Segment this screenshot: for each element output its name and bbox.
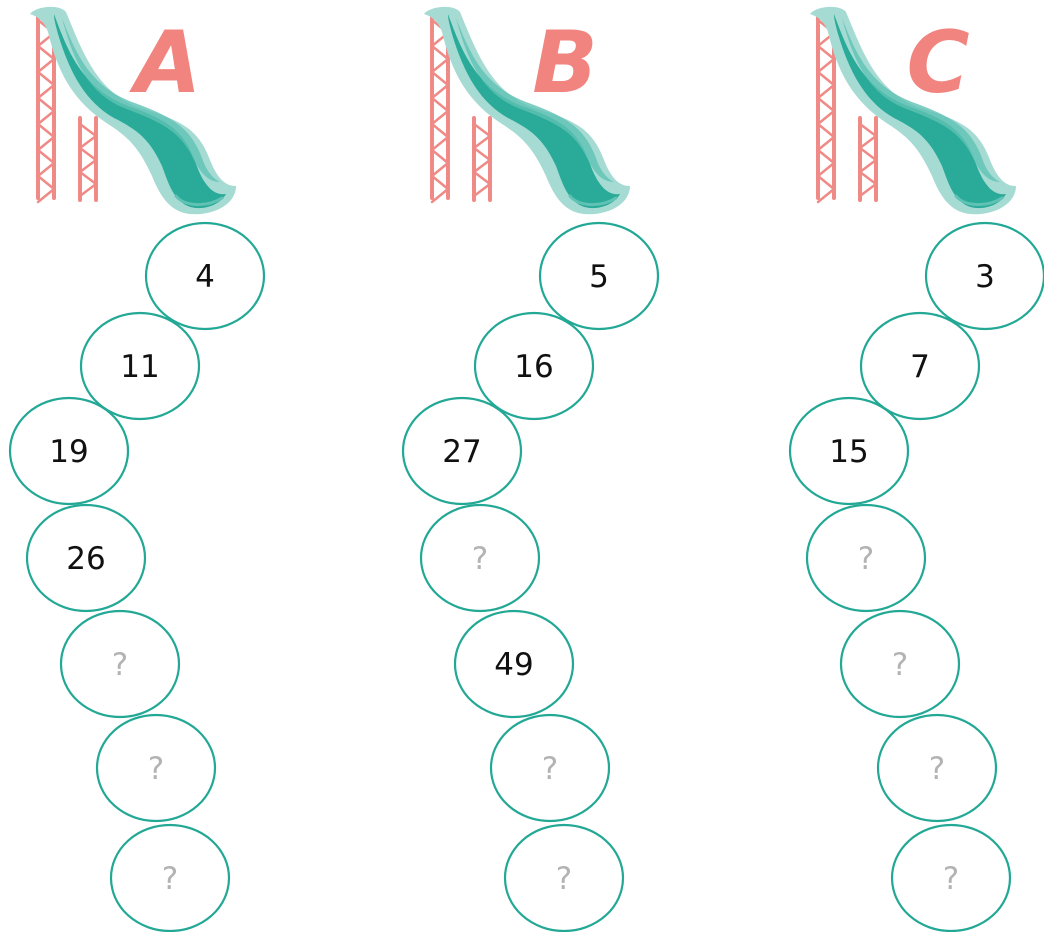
slide-group-a: A 4 11 19 26??? <box>10 7 264 931</box>
answer-bubble-empty[interactable]: ? <box>892 825 1010 931</box>
unknown-mark: ? <box>542 751 558 787</box>
slide-letter: A <box>129 13 202 113</box>
answer-bubble-empty[interactable]: ? <box>61 611 179 717</box>
number-bubble: 19 <box>10 398 128 504</box>
unknown-mark: ? <box>112 647 128 683</box>
unknown-mark: ? <box>148 751 164 787</box>
unknown-mark: ? <box>162 861 178 897</box>
answer-bubble-empty[interactable]: ? <box>841 611 959 717</box>
bubble-number: 3 <box>975 259 995 295</box>
bubble-number: 27 <box>442 434 481 470</box>
water-slide-icon <box>30 7 236 214</box>
number-bubble: 16 <box>475 313 593 419</box>
bubble-number: 15 <box>829 434 868 470</box>
bubble-number: 19 <box>49 434 88 470</box>
water-slide-icon <box>424 7 630 214</box>
answer-bubble-empty[interactable]: ? <box>421 505 539 611</box>
bubble-number: 5 <box>589 259 609 295</box>
unknown-mark: ? <box>929 751 945 787</box>
answer-bubble-empty[interactable]: ? <box>97 715 215 821</box>
bubble-number: 16 <box>514 349 553 385</box>
unknown-mark: ? <box>556 861 572 897</box>
slide-letter: B <box>532 13 598 113</box>
bubble-number: 7 <box>910 349 930 385</box>
number-bubble: 3 <box>926 223 1044 329</box>
bubble-number: 26 <box>66 541 105 577</box>
answer-bubble-empty[interactable]: ? <box>878 715 996 821</box>
bubble-number: 4 <box>195 259 215 295</box>
unknown-mark: ? <box>472 541 488 577</box>
unknown-mark: ? <box>858 541 874 577</box>
bubble-number: 11 <box>120 349 159 385</box>
number-bubble: 49 <box>455 611 573 717</box>
number-bubble: 7 <box>861 313 979 419</box>
number-bubble: 5 <box>540 223 658 329</box>
unknown-mark: ? <box>943 861 959 897</box>
answer-bubble-empty[interactable]: ? <box>505 825 623 931</box>
bubble-number: 49 <box>494 647 533 683</box>
number-bubble: 4 <box>146 223 264 329</box>
unknown-mark: ? <box>892 647 908 683</box>
slide-group-b: B 5 16 27? 49?? <box>403 7 658 931</box>
number-bubble: 11 <box>81 313 199 419</box>
slide-group-c: C 3 7 15???? <box>790 7 1044 931</box>
answer-bubble-empty[interactable]: ? <box>807 505 925 611</box>
slide-letter: C <box>906 13 969 113</box>
answer-bubble-empty[interactable]: ? <box>111 825 229 931</box>
number-bubble: 26 <box>27 505 145 611</box>
number-bubble: 27 <box>403 398 521 504</box>
number-bubble: 15 <box>790 398 908 504</box>
answer-bubble-empty[interactable]: ? <box>491 715 609 821</box>
